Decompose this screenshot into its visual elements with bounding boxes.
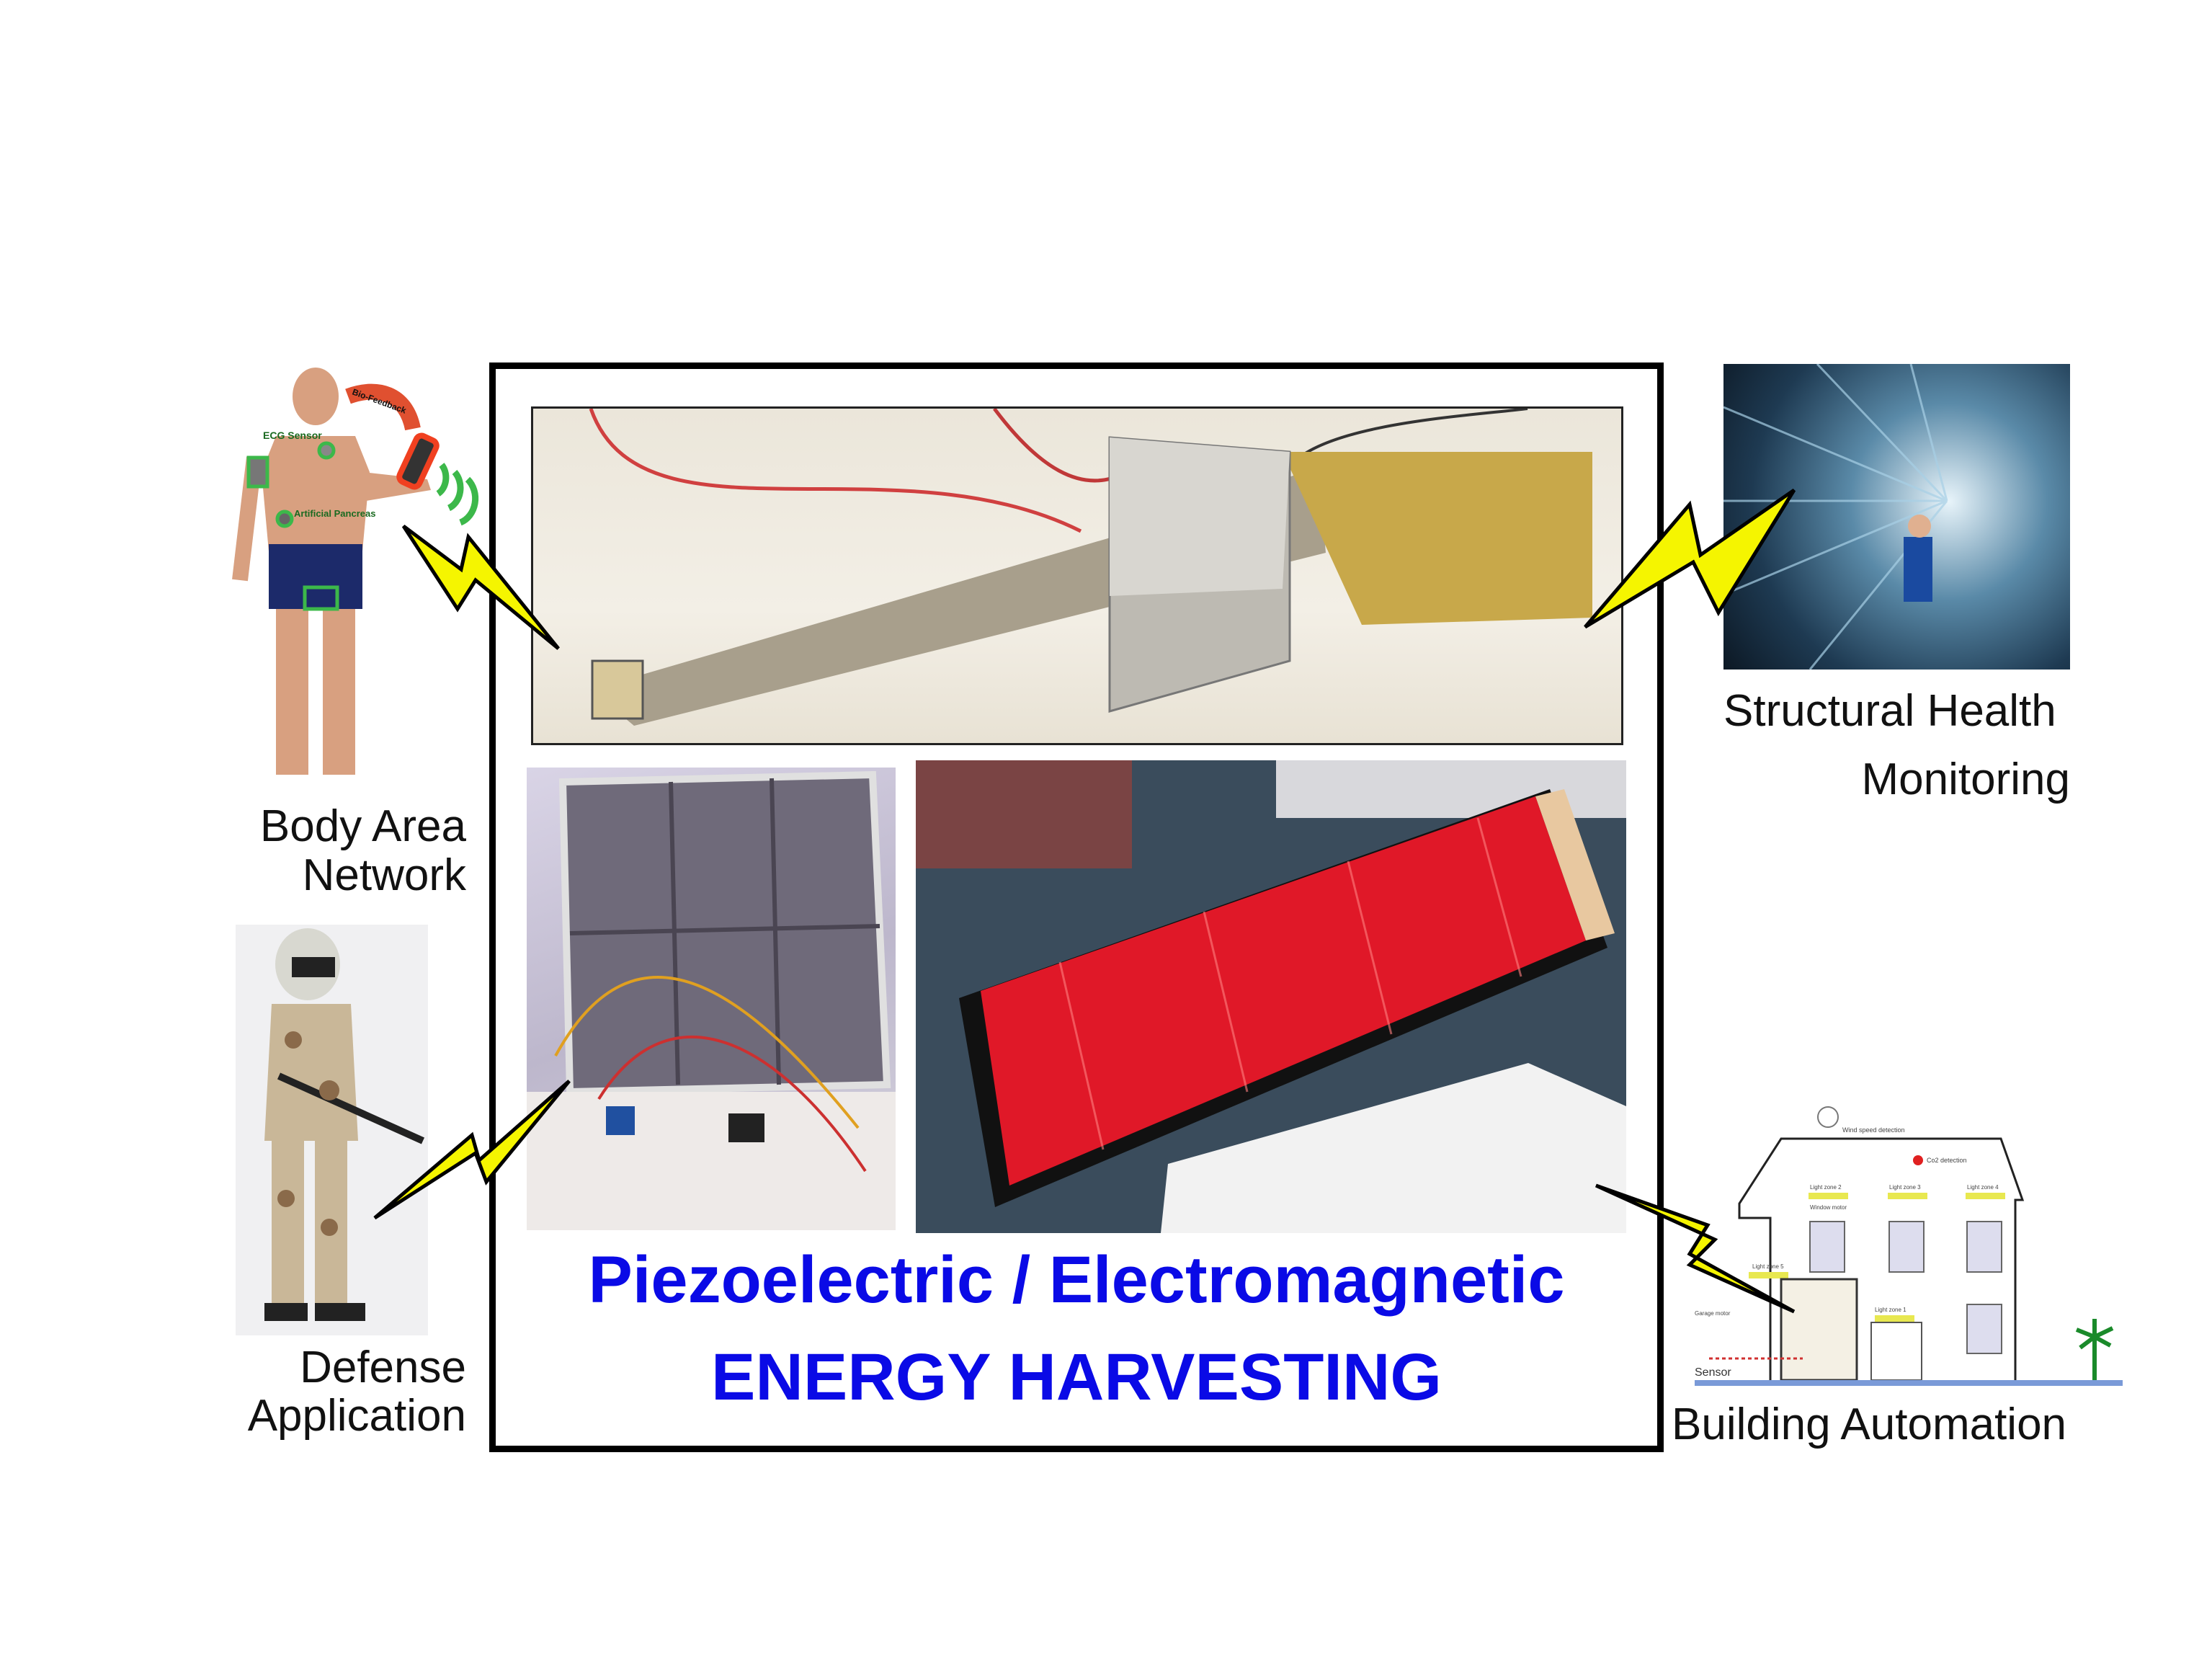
electromagnetic-coil-photo: [916, 760, 1626, 1233]
lz3-label: Light zone 3: [1889, 1184, 1921, 1191]
lz2-label: Light zone 2: [1810, 1184, 1842, 1191]
body-area-label-1: Body Area: [259, 801, 466, 851]
wind-label: Wind speed detection: [1842, 1126, 1905, 1134]
title-line-2: ENERGY HARVESTING: [711, 1340, 1442, 1414]
body-area-label-2: Network: [302, 850, 466, 900]
lz1-label: Light zone 1: [1875, 1307, 1906, 1313]
lz4-label: Light zone 4: [1967, 1184, 1999, 1191]
sensor-label: Sensor: [1695, 1366, 1731, 1379]
lightning-bolt-icon: [401, 525, 560, 650]
building-diagram: Wind speed detection Co2 detection Light…: [1695, 1106, 2123, 1395]
title-line-1: Piezoelectric / Electromagnetic: [588, 1243, 1565, 1317]
lightning-bolt-icon: [373, 1080, 571, 1220]
ecg-sensor-label: ECG Sensor: [263, 430, 322, 441]
soldier-figure: [236, 925, 428, 1335]
central-frame: [489, 363, 1664, 1452]
defense-label-1: Defense: [300, 1343, 466, 1392]
defense-label-2: Application: [247, 1391, 466, 1441]
lz5-label: Light zone 5: [1752, 1263, 1784, 1270]
garage-motor-label: Garage motor: [1695, 1310, 1731, 1317]
window-motor-label: Window motor: [1810, 1204, 1847, 1211]
lightning-bolt-icon: [1595, 1183, 1796, 1314]
lightning-bolt-icon: [1584, 488, 1796, 629]
body-area-figure: ECG Sensor Artificial Pancreas Bio-Feedb…: [226, 364, 492, 792]
structural-label-1: Structural Health: [1723, 686, 2056, 736]
circuit-board-photo: [527, 768, 896, 1230]
structural-label-2: Monitoring: [1861, 755, 2070, 804]
piezo-cantilever-photo: [531, 406, 1623, 745]
building-automation-label: Building Automation: [1672, 1400, 2067, 1449]
co2-label: Co2 detection: [1927, 1157, 1967, 1164]
artificial-pancreas-label: Artificial Pancreas: [294, 508, 375, 519]
turbine-photo: [1723, 364, 2070, 670]
